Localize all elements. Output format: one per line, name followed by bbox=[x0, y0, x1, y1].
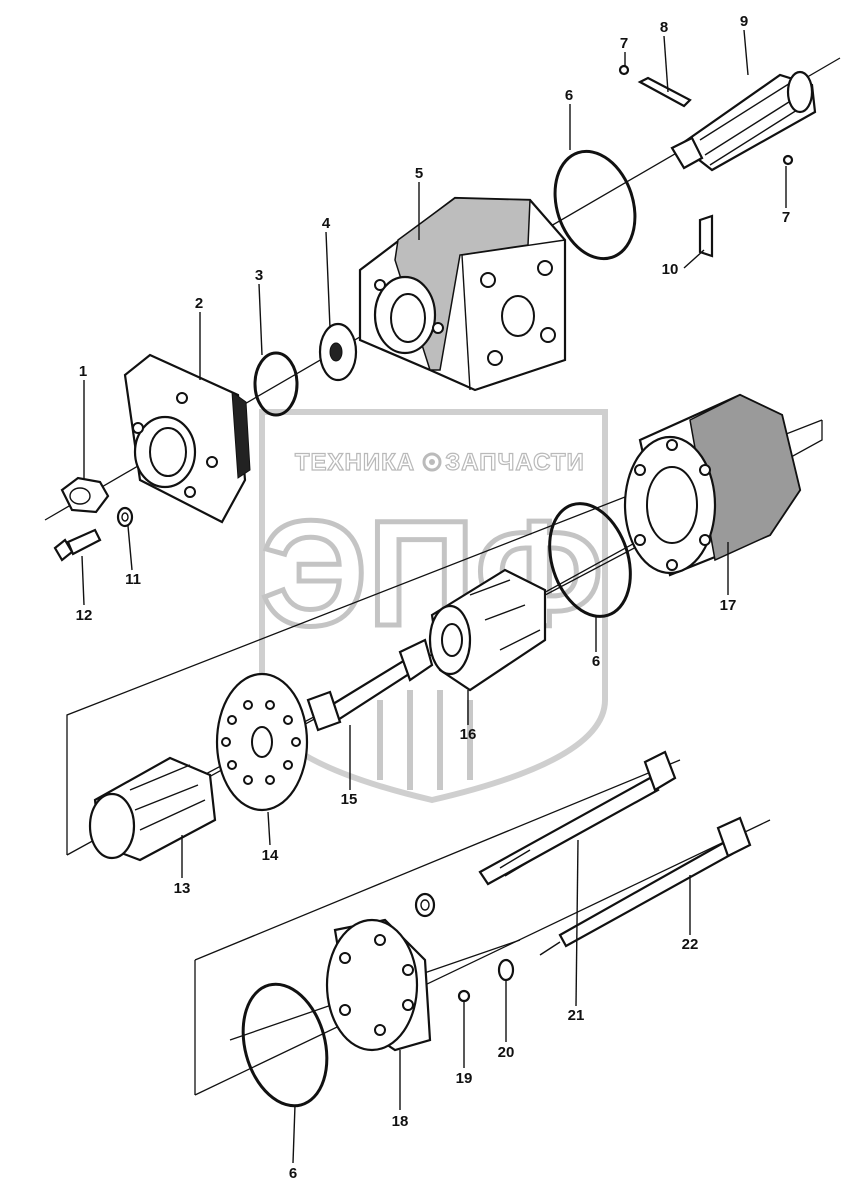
part-15-drive-shaft bbox=[306, 638, 434, 732]
callout-11: 11 bbox=[125, 571, 141, 588]
part-6-o-ring-middle bbox=[548, 502, 632, 618]
part-4-washer bbox=[318, 322, 358, 382]
part-9-spool-sleeve bbox=[670, 70, 817, 172]
callout-20: 20 bbox=[498, 1044, 515, 1061]
part-19-ball bbox=[457, 989, 471, 1003]
part-17-stator-housing bbox=[623, 393, 802, 577]
part-20-check-valve bbox=[497, 958, 515, 982]
callout-3: 3 bbox=[255, 267, 263, 284]
watermark-brand-left: ТЕХНИКА bbox=[295, 449, 415, 476]
callout-18: 18 bbox=[392, 1113, 409, 1130]
part-3-o-ring bbox=[253, 351, 299, 417]
gear-icon bbox=[422, 452, 442, 472]
callout-17: 17 bbox=[720, 597, 737, 614]
part-21-washer bbox=[414, 892, 436, 918]
callout-13: 13 bbox=[174, 880, 191, 897]
callout-14: 14 bbox=[262, 847, 279, 864]
part-5-valve-body bbox=[358, 196, 567, 392]
part-22-long-bolt bbox=[539, 816, 752, 956]
callout-19: 19 bbox=[456, 1070, 473, 1087]
callout-7-left: 7 bbox=[620, 35, 628, 52]
callout-10: 10 bbox=[662, 261, 679, 278]
part-10-spring bbox=[698, 214, 714, 258]
callout-15: 15 bbox=[341, 791, 358, 808]
watermark-brand-right: ЗАПЧАСТИ bbox=[445, 449, 585, 476]
part-8-rod bbox=[637, 76, 692, 108]
part-6-o-ring-top bbox=[553, 149, 637, 261]
callout-6-middle: 6 bbox=[592, 653, 600, 670]
watermark-wheat-icon bbox=[377, 690, 473, 790]
part-7-pin-right bbox=[782, 154, 794, 166]
callout-12: 12 bbox=[76, 607, 93, 624]
callout-21: 21 bbox=[568, 1007, 585, 1024]
callout-2: 2 bbox=[195, 295, 203, 312]
callout-4: 4 bbox=[322, 215, 331, 232]
callout-6-bottom: 6 bbox=[289, 1165, 297, 1182]
part-12-bolt bbox=[53, 528, 102, 562]
part-11-washer bbox=[116, 506, 134, 528]
watermark: ТЕХНИКА ЗАПЧАСТИ ЭПФ bbox=[258, 409, 608, 804]
callout-7-right: 7 bbox=[782, 209, 790, 226]
callout-1: 1 bbox=[79, 363, 87, 380]
part-13-sleeve bbox=[88, 756, 217, 862]
callout-9: 9 bbox=[740, 13, 748, 30]
part-6-o-ring-bottom bbox=[241, 982, 329, 1108]
part-14-spacer-plate bbox=[215, 672, 309, 812]
part-18-end-cap bbox=[325, 918, 432, 1052]
callout-8: 8 bbox=[660, 19, 668, 36]
part-1-nut bbox=[60, 476, 110, 514]
part-7-pin-left bbox=[618, 64, 630, 76]
callout-leader-lines bbox=[81, 29, 787, 1164]
callout-5: 5 bbox=[415, 165, 423, 182]
callout-22: 22 bbox=[682, 936, 699, 953]
part-16-rotor bbox=[428, 568, 547, 692]
callout-6-top: 6 bbox=[565, 87, 573, 104]
callout-labels: 1 2 3 4 5 6 7 8 9 7 10 11 12 17 6 16 15 … bbox=[76, 13, 791, 1182]
callout-16: 16 bbox=[460, 726, 477, 743]
part-2-flange-housing bbox=[123, 353, 251, 524]
part-21-long-bolt bbox=[478, 750, 677, 886]
